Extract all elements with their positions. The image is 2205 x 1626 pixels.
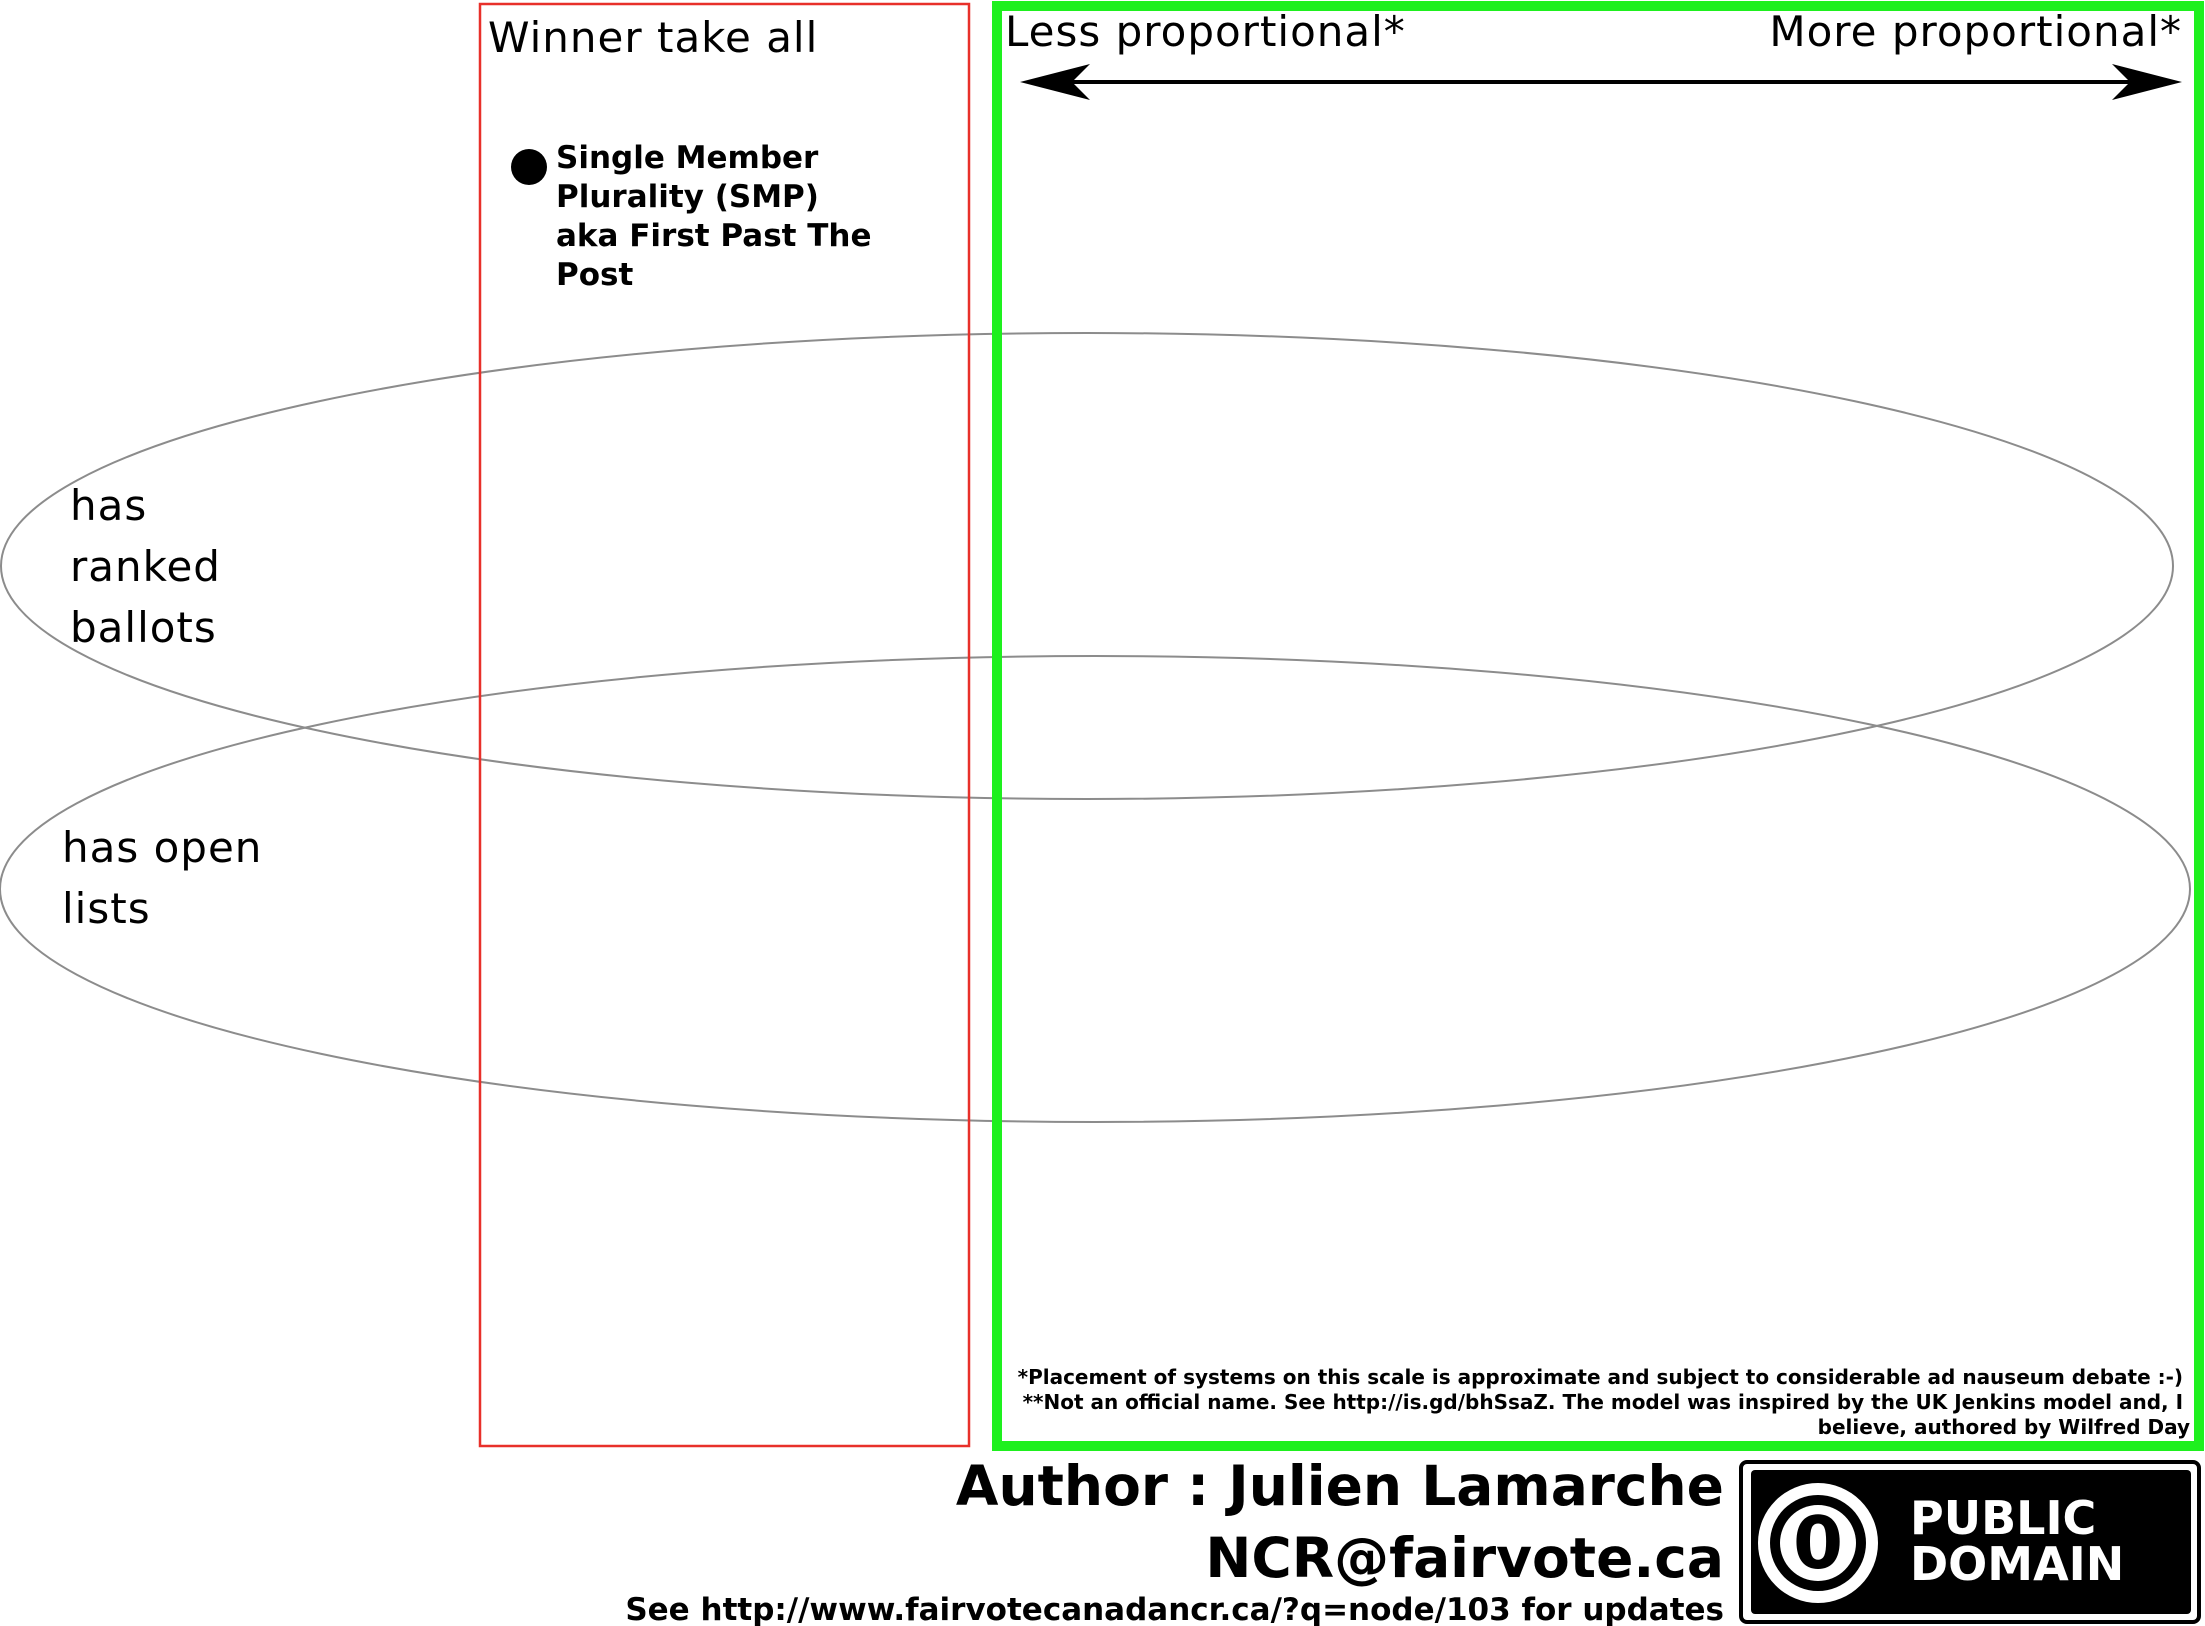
footnotes: *Placement of systems on this scale is a… <box>1018 1365 2190 1439</box>
author-name: Author : Julien Lamarche <box>956 1454 1724 1518</box>
updates-link: See http://www.fairvotecanadancr.ca/?q=n… <box>625 1592 1724 1626</box>
open-lists-label-line: lists <box>62 884 151 933</box>
smp-label: Single Member Plurality (SMP) aka First … <box>556 140 882 293</box>
winner-take-all-title: Winner take all <box>488 13 818 62</box>
open-lists-label: has open lists <box>62 823 277 933</box>
ranked-ballots-ellipse <box>0 332 2174 800</box>
footnote-line: **Not an official name. See http://is.gd… <box>1023 1390 2183 1414</box>
less-proportional-label: Less proportional* <box>1005 7 1406 56</box>
footnote-line: believe, authored by Wilfred Day <box>1818 1415 2190 1439</box>
smp-marker <box>511 149 547 185</box>
badge-text-public: PUBLIC <box>1910 1491 2096 1545</box>
ranked-ballots-label-line: ranked <box>70 542 221 591</box>
public-domain-badge: 0 PUBLIC DOMAIN <box>1739 1460 2201 1624</box>
footnote-line: *Placement of systems on this scale is a… <box>1018 1365 2183 1389</box>
ranked-ballots-label-line: ballots <box>70 603 217 652</box>
smp-label-line: Plurality (SMP) <box>556 179 819 215</box>
ranked-ballots-label-line: has <box>70 481 147 530</box>
open-lists-label-line: has open <box>62 823 262 872</box>
open-lists-ellipse <box>0 655 2191 1123</box>
smp-label-line: Post <box>556 257 633 293</box>
proportionality-arrow-left-head <box>1020 64 1090 100</box>
proportional-box <box>992 1 2204 1451</box>
author-email: NCR@fairvote.ca <box>1205 1526 1724 1590</box>
zero-icon-inner <box>1780 1505 1856 1581</box>
smp-label-line: aka First Past The <box>556 218 872 254</box>
winner-take-all-box <box>478 2 971 1448</box>
more-proportional-label: More proportional* <box>1769 7 2182 56</box>
ranked-ballots-label: has ranked ballots <box>70 481 235 652</box>
proportionality-arrow-right-head <box>2112 64 2182 100</box>
zero-icon-glyph: 0 <box>1793 1501 1843 1585</box>
smp-label-line: Single Member <box>556 140 819 176</box>
badge-text-domain: DOMAIN <box>1910 1537 2124 1591</box>
